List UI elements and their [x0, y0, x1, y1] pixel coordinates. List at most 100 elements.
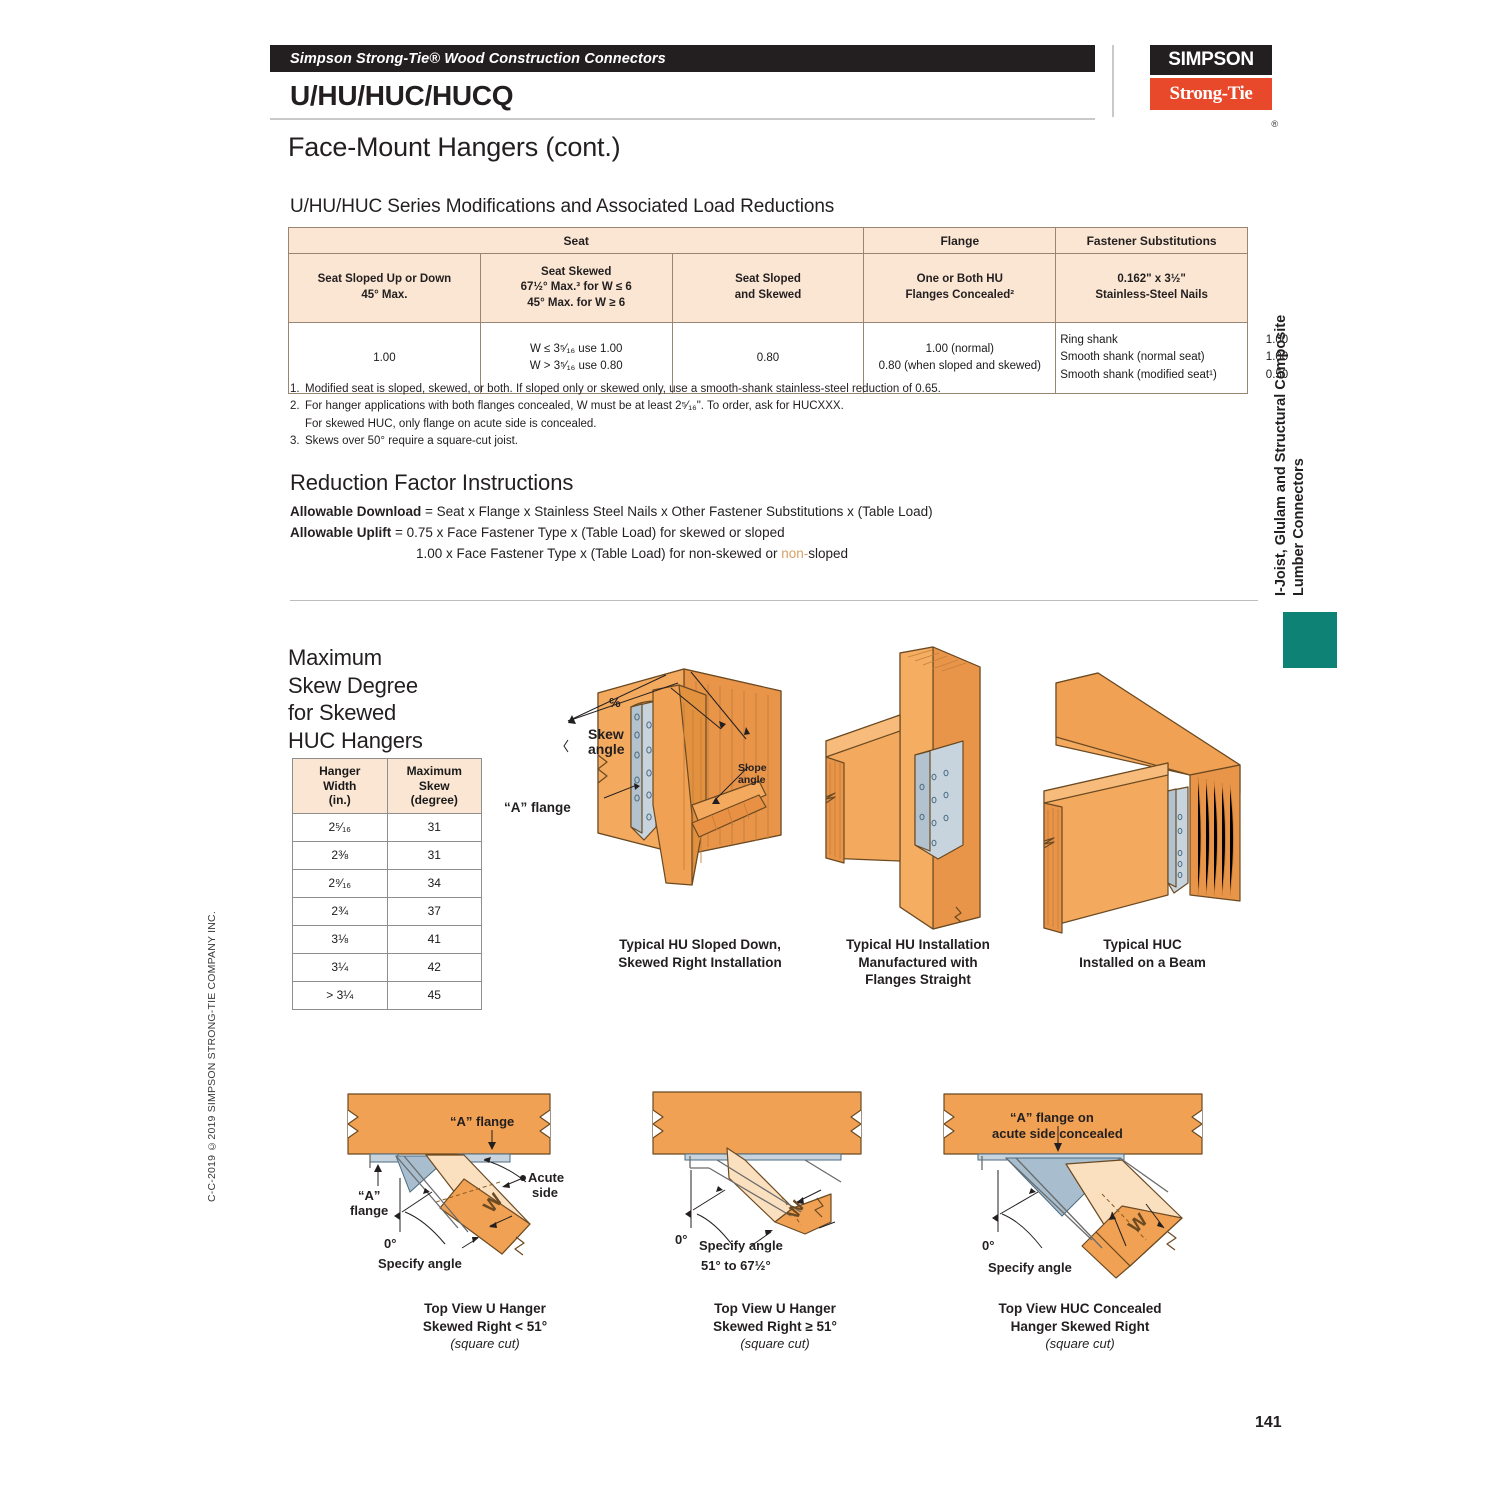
cell-max-skew: 37 — [386, 896, 482, 926]
figure-1-illustration: ℅ Skew angle Slope angle — [563, 668, 782, 886]
simpson-strong-tie-logo: SIMPSON Strong-Tie ® — [1150, 45, 1278, 129]
label-a-flange-left-2: flange — [350, 1203, 388, 1218]
copyright-notice: C-C-2019 ©2019 SIMPSON STRONG-TIE COMPAN… — [206, 911, 218, 1202]
cell-max-skew: 45 — [386, 980, 482, 1010]
logo-strongtie-text: Strong-Tie — [1150, 78, 1272, 110]
value-flange: 1.00 (normal) 0.80 (when sloped and skew… — [863, 322, 1057, 394]
col-header-seat-sloped: Seat Sloped Up or Down 45° Max. — [288, 253, 481, 323]
allowable-download-line: Allowable Download = Seat x Flange x Sta… — [290, 502, 1070, 523]
side-tab-label: I-Joist, Glulam and Structural Composite… — [1273, 314, 1308, 596]
page-number: 141 — [1255, 1414, 1282, 1431]
maximum-skew-degree-table: Hanger Width (in.) Maximum Skew (degree)… — [292, 758, 482, 1010]
table-row: 3¼ 42 — [292, 952, 482, 982]
col-header-seat-sloped-and-skewed: Seat Sloped and Skewed — [671, 253, 865, 323]
cell-max-skew: 31 — [386, 812, 482, 842]
figure-3-caption: Typical HUC Installed on a Beam — [1079, 937, 1206, 970]
footnote-1: 1. Modified seat is sloped, skewed, or b… — [290, 383, 941, 395]
label-zero-degrees: 0° — [982, 1238, 994, 1253]
label-a-flange-fig1: “A” flange — [504, 800, 571, 815]
label-slope-angle-line1: Slope — [738, 762, 767, 774]
allowable-uplift-line: Allowable Uplift = 0.75 x Face Fastener … — [290, 523, 1070, 544]
group-header-flange: Flange — [863, 227, 1057, 254]
label-zero-degrees: 0° — [675, 1232, 687, 1247]
side-tab-color-block — [1283, 612, 1337, 668]
label-a-flange-concealed-2: acute side concealed — [992, 1126, 1123, 1141]
table-group-header-row: Seat Flange Fastener Substitutions — [287, 227, 1248, 254]
cell-max-skew: 41 — [386, 924, 482, 954]
label-acute-1: Acute — [528, 1170, 564, 1185]
figure-2-illustration — [825, 646, 981, 930]
col-header-ss-nails: 0.162" x 3½" Stainless-Steel Nails — [1055, 253, 1248, 323]
fastener-row: Ring shank 1.00 — [1060, 334, 1289, 347]
figure-6-caption: Top View HUC Concealed Hanger Skewed Rig… — [998, 1301, 1162, 1352]
allowable-uplift-line-2: 1.00 x Face Fastener Type x (Table Load)… — [416, 545, 849, 561]
figure-1-caption: Typical HU Sloped Down, Skewed Right Ins… — [618, 937, 782, 970]
allowable-download-formula: = Seat x Flange x Stainless Steel Nails … — [421, 504, 933, 519]
header-eyebrow-bar: Simpson Strong-Tie® Wood Construction Co… — [270, 45, 1095, 72]
footnote-3: 3. Skews over 50° require a square-cut j… — [290, 435, 518, 448]
figure-5-caption: Top View U Hanger Skewed Right ≥ 51° (sq… — [713, 1301, 837, 1352]
table-row: 2⁹⁄₁₆ 34 — [292, 868, 482, 898]
col-header-flanges-concealed: One or Both HU Flanges Concealed² — [863, 253, 1057, 323]
table-row: 2⁵⁄₁₆ 31 — [292, 812, 482, 842]
cell-hanger-width: 3⅛ — [292, 924, 388, 954]
figure-4-caption: Top View U Hanger Skewed Right < 51° (sq… — [422, 1301, 548, 1352]
figure-5-illustration: 0° Specify angle 51° to 67½° W — [652, 1091, 862, 1273]
label-slope-angle-line2: angle — [738, 774, 766, 786]
label-a-flange-left-1: “A” — [358, 1188, 380, 1203]
table-sub-header-row: Seat Sloped Up or Down 45° Max. Seat Ske… — [288, 253, 1248, 323]
section-heading: U/HU/HUC Series Modifications and Associ… — [290, 196, 835, 217]
header-product-title: U/HU/HUC/HUCQ — [290, 80, 514, 111]
label-specify-angle: Specify angle — [378, 1256, 462, 1271]
table-value-row: 1.00 W ≤ 3⁵⁄₁₆ use 1.00 W > 3⁵⁄₁₆ use 0.… — [288, 322, 1288, 394]
skew-table-header-row: Hanger Width (in.) Maximum Skew (degree) — [292, 758, 482, 814]
skew-col-header-hanger-width: Hanger Width (in.) — [292, 758, 388, 814]
fastener-row: Smooth shank (normal seat) 1.00 — [1060, 351, 1289, 364]
cell-hanger-width: 2⅜ — [292, 840, 388, 870]
figure-6-illustration: “A” flange on acute side concealed 0° Sp… — [943, 1093, 1203, 1279]
fastener-row: Smooth shank (modified seat¹) 0.50 — [1060, 368, 1289, 381]
skew-col-header-maximum-skew: Maximum Skew (degree) — [386, 758, 482, 814]
centerline-symbol: ℅ — [609, 695, 621, 710]
cell-hanger-width: 3¼ — [292, 952, 388, 982]
group-header-seat: Seat — [287, 227, 865, 254]
label-skew-angle-line2: angle — [588, 741, 625, 757]
figure-3-illustration — [1043, 672, 1241, 934]
allowable-uplift-formula: = 0.75 x Face Fastener Type x (Table Loa… — [391, 524, 785, 540]
figure-huc-on-beam — [1040, 645, 1260, 940]
label-acute-2: side — [532, 1185, 558, 1200]
logo-simpson-text: SIMPSON — [1150, 45, 1272, 75]
label-a-flange-top: “A” flange — [450, 1114, 514, 1129]
cell-max-skew: 31 — [386, 840, 482, 870]
cell-hanger-width: 2¾ — [292, 896, 388, 926]
label-a-flange-concealed-1: “A” flange on — [1010, 1110, 1094, 1125]
figure-topview-huc-concealed: “A” flange on acute side concealed 0° Sp… — [930, 1082, 1230, 1287]
cell-max-skew: 42 — [386, 952, 482, 982]
header-eyebrow-text: Simpson Strong-Tie® Wood Construction Co… — [290, 50, 666, 67]
group-header-fastener-substitutions: Fastener Substitutions — [1055, 227, 1248, 254]
page-title: Face-Mount Hangers (cont.) — [288, 132, 621, 162]
table-row: > 3¼ 45 — [292, 980, 482, 1010]
footnote-2: 2. For hanger applications with both fla… — [290, 400, 844, 413]
cell-max-skew: 34 — [386, 868, 482, 898]
cell-hanger-width: > 3¼ — [292, 980, 388, 1010]
value-fastener-substitutions: Ring shank 1.00 Smooth shank (normal sea… — [1055, 322, 1288, 394]
value-seat-sloped: 1.00 — [288, 322, 481, 394]
cell-hanger-width: 2⁹⁄₁₆ — [292, 868, 388, 898]
header-vertical-rule — [1112, 45, 1114, 117]
figure-2-caption: Typical HU Installation Manufactured wit… — [846, 937, 990, 988]
figure-hu-flanges-straight — [820, 645, 1020, 940]
figure-hu-sloped-skewed: ℅ Skew angle Slope angle “A” flange — [504, 655, 816, 930]
table-footnotes: 1. Modified seat is sloped, skewed, or b… — [290, 381, 1090, 451]
section-divider — [290, 600, 1258, 601]
modifications-load-reductions-table: Seat Flange Fastener Substitutions Seat … — [287, 227, 1288, 394]
registered-mark-icon: ® — [1271, 119, 1278, 129]
figure-topview-u-hanger-gte51: 0° Specify angle 51° to 67½° W — [645, 1082, 935, 1287]
label-angle-range: 51° to 67½° — [701, 1258, 771, 1273]
table-row: 2⅜ 31 — [292, 840, 482, 870]
label-skew-angle-line1: Skew — [588, 726, 624, 742]
label-specify-angle: Specify angle — [988, 1260, 1072, 1275]
value-seat-sloped-and-skewed: 0.80 — [671, 322, 865, 394]
allowable-uplift-label: Allowable Uplift — [290, 524, 392, 540]
